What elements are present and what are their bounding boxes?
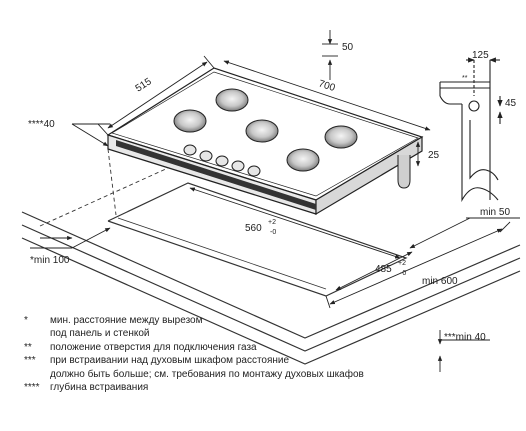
legend-row: ** положение отверстия для подключения г… <box>24 341 494 354</box>
legend-mark: * <box>24 315 28 326</box>
burner-icon <box>173 109 207 133</box>
legend-row: *** при встраивании над духовым шкафом р… <box>24 354 494 367</box>
dim-485: 485 <box>375 264 392 275</box>
legend-text: под панель и стенкой <box>50 328 150 340</box>
dim-485-tol-minus: -0 <box>400 270 406 277</box>
knob-icon <box>183 144 197 156</box>
dim-700: 700 <box>317 78 337 94</box>
legend-row: под панель и стенкой <box>24 327 494 340</box>
burner-icon <box>286 148 320 172</box>
legend-text: мин. расстояние между вырезом <box>50 315 203 326</box>
side-detail <box>439 57 503 203</box>
dim-515: 515 <box>134 76 154 95</box>
dim-min-40: ***min 40 <box>444 332 486 343</box>
dim-560-tol-plus: +2 <box>268 219 276 226</box>
control-knobs <box>183 144 261 177</box>
dim-560: 560 <box>245 223 262 234</box>
legend-row: * мин. расстояние между вырезом <box>24 314 494 327</box>
dim-min-50: min 50 <box>480 207 510 218</box>
dim-485-tol-plus: +2 <box>398 260 406 267</box>
dim-marker-side: ** <box>462 75 468 82</box>
dim-min-100: *min 100 <box>30 255 70 266</box>
legend-text: при встраивании над духовым шкафом расст… <box>50 355 290 367</box>
knob-icon <box>199 150 213 162</box>
leader-dashed <box>39 148 169 227</box>
legend-row: должно быть больше; см. требования по мо… <box>24 368 494 381</box>
dim-45: 45 <box>505 98 517 109</box>
knob-icon <box>247 165 261 177</box>
legend-mark: *** <box>24 355 36 367</box>
legend-mark <box>24 368 50 381</box>
burner-icon <box>215 88 249 112</box>
legend-mark: **** <box>24 382 40 394</box>
dim-min-600: min 600 <box>422 276 458 287</box>
gas-connector <box>397 155 411 189</box>
knob-icon <box>231 160 245 172</box>
legend-text: должно быть больше; см. требования по мо… <box>50 368 364 380</box>
dim-50-top: 50 <box>342 42 354 53</box>
legend: * мин. расстояние между вырезом под пане… <box>24 314 494 394</box>
legend-mark: ** <box>24 341 32 353</box>
legend-row: **** глубина встраивания <box>24 381 494 394</box>
legend-text: положение отверстия для подключения газа <box>50 341 257 353</box>
cutout <box>107 182 408 297</box>
dim-40: ****40 <box>28 119 55 130</box>
dim-560-tol-minus: -0 <box>270 229 276 236</box>
burner-icon <box>245 119 279 143</box>
dim-125: 125 <box>472 50 489 61</box>
legend-mark <box>24 327 50 340</box>
knob-icon <box>215 155 229 167</box>
dim-25: 25 <box>428 150 440 161</box>
gas-inlet-icon <box>468 100 480 112</box>
burner-icon <box>324 125 358 149</box>
legend-text: глубина встраивания <box>50 382 149 394</box>
dimension-lines <box>30 30 520 372</box>
